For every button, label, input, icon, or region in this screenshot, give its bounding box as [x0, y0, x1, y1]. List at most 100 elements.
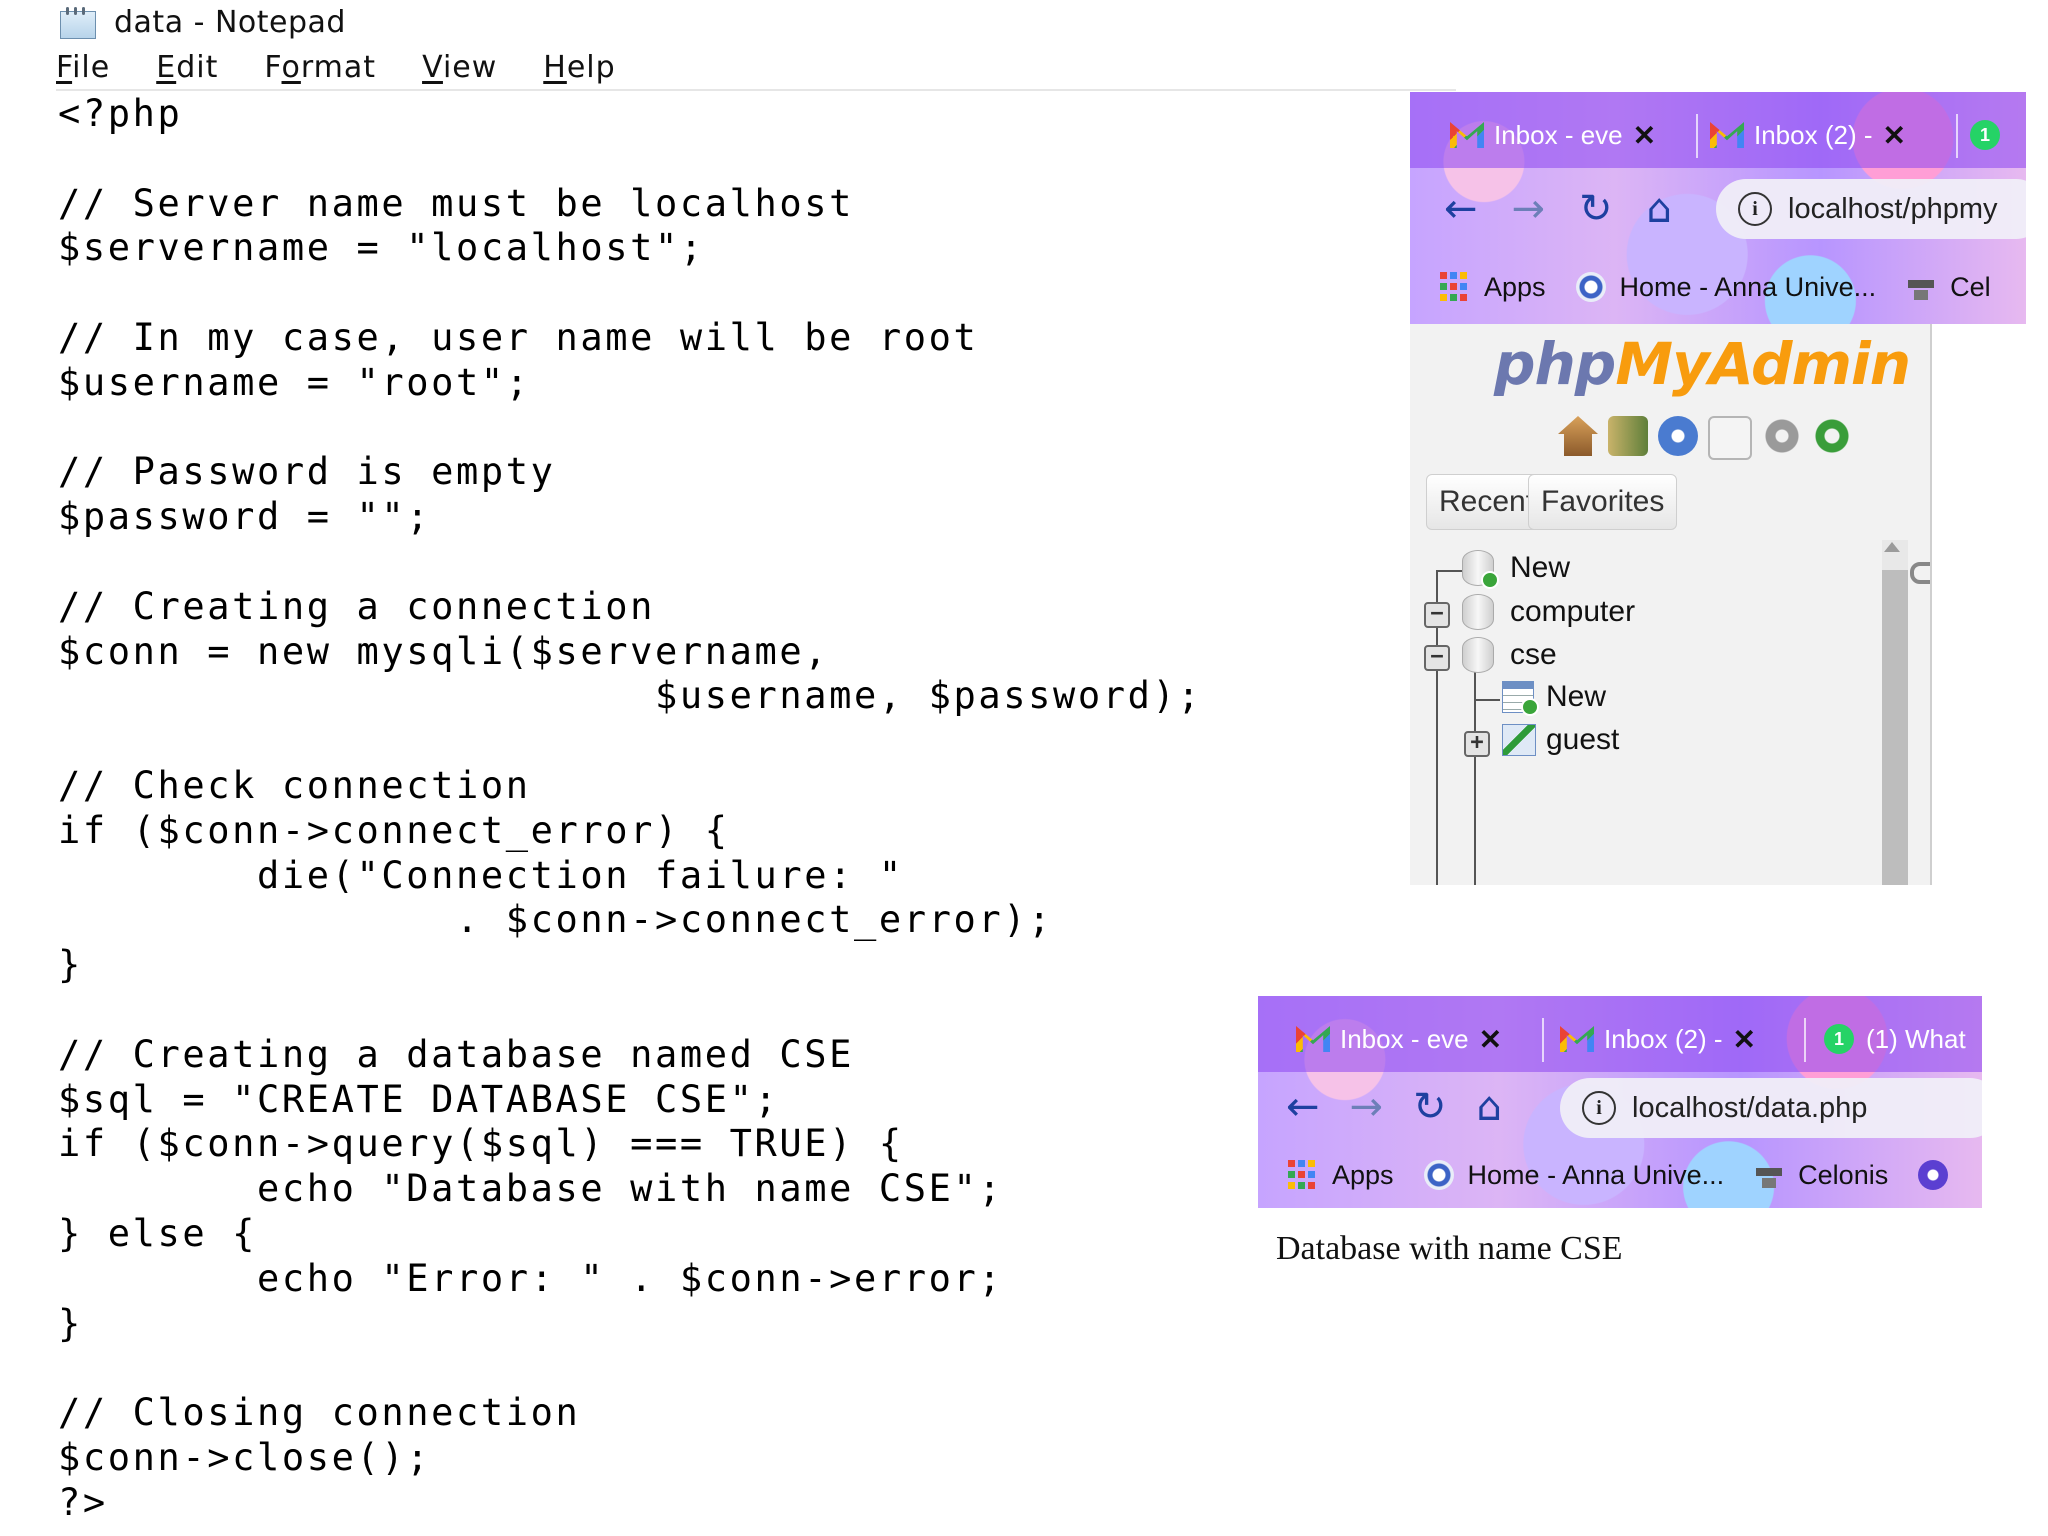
tree-item-cse[interactable]: cse	[1462, 637, 1557, 673]
close-tab-icon[interactable]: ✕	[1732, 1023, 1756, 1055]
tab-separator	[1696, 114, 1698, 158]
menu-file[interactable]: File	[56, 49, 111, 85]
code-line: }	[58, 943, 83, 987]
code-line	[58, 406, 1202, 451]
new-database-icon	[1462, 550, 1499, 589]
code-line: <?php	[58, 92, 183, 135]
url-text: localhost/data.php	[1632, 1091, 1868, 1124]
tab-inbox-1[interactable]: Inbox - eve ✕	[1450, 106, 1680, 164]
code-line: die("Connection failure: "	[58, 853, 904, 897]
code-line: ?>	[58, 1480, 108, 1524]
bookmark-celonis[interactable]: Cel	[1906, 272, 1991, 303]
code-line	[58, 988, 1202, 1033]
notepad-menu-bar: File Edit Format View Help	[56, 44, 662, 90]
whatsapp-icon: 1	[1824, 1024, 1854, 1054]
tab-strip: Inbox - eve ✕ Inbox (2) - ✕ 1 (1) What	[1258, 996, 1982, 1072]
site-info-icon[interactable]: i	[1582, 1091, 1616, 1125]
tree-item-new-database[interactable]: New	[1462, 550, 1571, 589]
bookmark-label: Apps	[1332, 1159, 1394, 1190]
collapse-computer-icon[interactable]: −	[1424, 602, 1450, 628]
code-line: } else {	[58, 1211, 258, 1255]
tab-inbox-1[interactable]: Inbox - eve ✕	[1296, 1010, 1506, 1068]
phpmyadmin-logo[interactable]: phpMyAdmin	[1494, 330, 1911, 398]
home-button[interactable]: ⌂	[1646, 186, 1672, 232]
reload-button[interactable]: ↻	[1413, 1084, 1447, 1130]
url-text: localhost/phpmy	[1788, 192, 1998, 225]
apps-grid-icon	[1288, 1160, 1318, 1190]
code-line	[58, 540, 1202, 585]
bookmark-extra[interactable]	[1918, 1160, 1962, 1190]
navigation-bar: ← → ↻ ⌂ i localhost/phpmy	[1410, 168, 2026, 250]
gmail-icon	[1560, 1026, 1594, 1052]
back-button[interactable]: ←	[1444, 186, 1478, 232]
tree-item-label: computer	[1510, 595, 1636, 628]
bookmark-label: Apps	[1484, 271, 1546, 302]
address-bar[interactable]: i localhost/data.php	[1560, 1078, 1982, 1138]
tree-item-computer[interactable]: computer	[1462, 594, 1635, 630]
menu-view[interactable]: View	[422, 49, 498, 85]
reload-button[interactable]: ↻	[1579, 186, 1613, 232]
window-title: data - Notepad	[114, 4, 346, 40]
code-line: // Check connection	[58, 763, 531, 807]
code-line	[58, 1346, 1202, 1391]
code-line: // In my case, user name will be root	[58, 315, 979, 359]
documentation-icon[interactable]	[1708, 416, 1752, 460]
tab-inbox-2[interactable]: Inbox (2) - ✕	[1710, 106, 1940, 164]
tree-item-label: cse	[1510, 638, 1557, 671]
tab-inbox-2[interactable]: Inbox (2) - ✕	[1560, 1010, 1770, 1068]
close-tab-icon[interactable]: ✕	[1478, 1023, 1503, 1055]
new-table-icon	[1502, 681, 1539, 716]
tree-item-guest[interactable]: guest	[1502, 723, 1619, 757]
logout-icon[interactable]	[1608, 416, 1648, 456]
menu-help[interactable]: Help	[543, 49, 616, 85]
menu-format[interactable]: Format	[264, 49, 377, 85]
university-logo-icon	[1423, 1160, 1454, 1190]
bookmark-label: Cel	[1950, 271, 1991, 302]
site-info-icon[interactable]: i	[1738, 192, 1772, 226]
bookmarks-bar: Apps Home - Anna Unive... Cel	[1410, 250, 2026, 324]
code-line: $servername = "localhost";	[58, 226, 705, 270]
help-icon[interactable]	[1658, 416, 1698, 456]
address-bar[interactable]: i localhost/phpmy	[1716, 179, 2026, 239]
reload-navigation-icon[interactable]	[1812, 416, 1852, 456]
navigation-bar: ← → ↻ ⌂ i localhost/data.php	[1258, 1072, 1982, 1142]
tree-scrollbar-thumb[interactable]	[1882, 570, 1908, 885]
bookmark-anna-university[interactable]: Home - Anna Unive...	[1423, 1159, 1725, 1191]
collapse-cse-icon[interactable]: −	[1424, 645, 1450, 671]
forward-button[interactable]: →	[1349, 1084, 1384, 1130]
tree-item-new-table[interactable]: New	[1502, 680, 1606, 716]
page-output-text: Database with name CSE	[1276, 1230, 1623, 1267]
apps-grid-icon	[1440, 272, 1470, 302]
recent-tables-button[interactable]: Recent	[1426, 474, 1548, 530]
tab-whatsapp[interactable]: 1	[1970, 106, 2026, 164]
scroll-up-arrow-icon[interactable]	[1884, 542, 1900, 552]
bookmark-label: Home - Anna Unive...	[1467, 1159, 1725, 1190]
close-tab-icon[interactable]: ✕	[1632, 119, 1657, 151]
code-line: $username = "root";	[58, 360, 531, 404]
expand-guest-icon[interactable]: +	[1464, 731, 1490, 757]
settings-gear-icon[interactable]	[1762, 416, 1802, 456]
forward-button[interactable]: →	[1511, 186, 1546, 232]
browser-window-data-php: Inbox - eve ✕ Inbox (2) - ✕ 1 (1) What ←…	[1258, 996, 1982, 1208]
bookmark-apps[interactable]: Apps	[1288, 1160, 1394, 1191]
code-line	[58, 137, 1202, 182]
tab-whatsapp[interactable]: 1 (1) What	[1824, 1010, 1982, 1068]
graduation-cap-icon	[1906, 272, 1937, 302]
favorites-button[interactable]: Favorites	[1528, 474, 1678, 530]
home-button[interactable]: ⌂	[1476, 1084, 1502, 1130]
bookmark-celonis[interactable]: Celonis	[1754, 1160, 1888, 1191]
tree-item-label: New	[1510, 551, 1571, 584]
code-line: $password = "";	[58, 495, 432, 539]
close-tab-icon[interactable]: ✕	[1882, 119, 1906, 151]
bookmark-label: Celonis	[1798, 1159, 1889, 1190]
bookmark-anna-university[interactable]: Home - Anna Unive...	[1575, 271, 1877, 303]
notepad-text-area[interactable]: <?php// Server name must be localhost$se…	[58, 92, 1202, 1526]
menu-edit[interactable]: Edit	[156, 49, 219, 85]
bookmark-apps[interactable]: Apps	[1440, 272, 1546, 303]
bookmark-label: Home - Anna Unive...	[1619, 271, 1877, 302]
notepad-icon	[56, 7, 96, 39]
back-button[interactable]: ←	[1286, 1084, 1320, 1130]
university-logo-icon	[1575, 272, 1606, 302]
home-icon[interactable]	[1558, 416, 1598, 456]
tree-connector	[1474, 664, 1476, 885]
